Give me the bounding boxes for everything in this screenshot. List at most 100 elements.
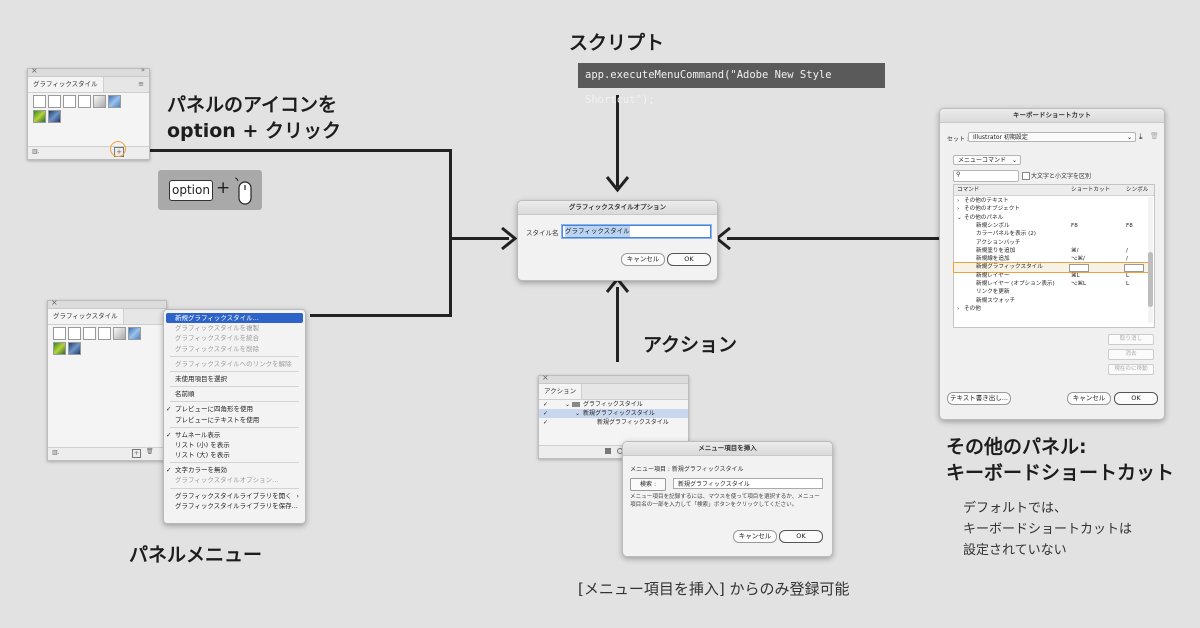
symbol-edit-field[interactable] xyxy=(1124,264,1144,273)
chevron-right-icon[interactable]: › xyxy=(957,206,960,213)
table-row[interactable]: ›その他 xyxy=(954,305,1148,313)
menu-item-duplicate[interactable]: グラフィックスタイルを複製 xyxy=(164,323,305,333)
panel-menu-icon[interactable]: ≡ xyxy=(138,80,144,88)
category-select[interactable]: メニューコマンド ⌄ xyxy=(953,155,1021,165)
export-text-button[interactable]: テキスト書き出し... xyxy=(947,392,1011,405)
library-icon[interactable]: ▥. xyxy=(52,449,60,456)
action-row-selected[interactable]: ✓ ⌄ 新規グラフィックスタイル xyxy=(539,409,688,418)
search-input[interactable]: ⚲ xyxy=(953,170,1019,182)
menu-item-small-list[interactable]: リスト (小) を表示 xyxy=(164,440,305,450)
row-shortcut[interactable]: ⌘L xyxy=(1071,272,1080,279)
scrollbar-thumb[interactable] xyxy=(1148,252,1153,307)
table-row[interactable]: ⌄その他のパネル xyxy=(954,214,1148,222)
swatch-navy-pattern[interactable] xyxy=(68,342,81,355)
clear-button[interactable]: 消去 xyxy=(1108,349,1154,360)
trash-icon[interactable]: 🗑 xyxy=(146,448,154,455)
close-icon[interactable]: × xyxy=(31,66,38,75)
swatch-blue-pattern[interactable] xyxy=(108,95,121,108)
row-symbol[interactable]: / xyxy=(1126,256,1128,263)
cancel-button[interactable]: キャンセル xyxy=(733,530,777,543)
menu-item-save-library[interactable]: グラフィックスタイルライブラリを保存... xyxy=(164,501,305,511)
table-row[interactable]: 新規線を追加⌥⌘// xyxy=(954,255,1148,263)
swatch-gray-gradient[interactable] xyxy=(113,327,126,340)
chevron-down-icon[interactable]: ⌄ xyxy=(957,214,962,221)
row-symbol[interactable]: F8 xyxy=(1126,222,1133,229)
menu-item-sort-by-name[interactable]: 名前順 xyxy=(164,389,305,399)
disclosure-icon[interactable]: ⌄ xyxy=(565,401,571,408)
tab-graphic-styles[interactable]: グラフィックスタイル xyxy=(48,309,124,324)
table-row[interactable]: リンクを更新 xyxy=(954,288,1148,296)
swatch-plain[interactable] xyxy=(83,327,96,340)
table-row[interactable]: 新規グラフィックスタイル xyxy=(953,262,1149,273)
delete-set-icon[interactable]: 🗑 xyxy=(1150,132,1159,140)
swatch-default[interactable] xyxy=(33,95,46,108)
swatch-shadow[interactable] xyxy=(68,327,81,340)
search-input[interactable]: 新規グラフィックスタイル xyxy=(673,478,823,489)
row-symbol[interactable]: / xyxy=(1126,247,1128,254)
table-row[interactable]: ›その他のオブジェクト xyxy=(954,205,1148,213)
row-shortcut[interactable]: ⌥⌘/ xyxy=(1071,256,1085,263)
menu-item-preview-text[interactable]: プレビューにテキストを使用 xyxy=(164,415,305,425)
library-icon[interactable]: ▥. xyxy=(32,148,40,155)
chevron-right-icon[interactable]: › xyxy=(957,198,960,204)
row-shortcut[interactable]: ⌥⌘L xyxy=(1071,281,1087,287)
swatch-gray-gradient[interactable] xyxy=(93,95,106,108)
swatch-green-pattern[interactable] xyxy=(53,342,66,355)
close-icon[interactable]: × xyxy=(51,298,58,307)
search-button[interactable]: 検索 : xyxy=(630,478,666,491)
shortcut-edit-field[interactable] xyxy=(1069,264,1089,273)
ok-button[interactable]: OK xyxy=(1114,392,1158,405)
swatch-green-pattern[interactable] xyxy=(33,110,46,123)
cancel-button[interactable]: キャンセル xyxy=(621,253,665,266)
table-row[interactable]: 新規塗りを追加⌘// xyxy=(954,247,1148,255)
table-row[interactable]: ›その他のテキスト xyxy=(954,197,1148,205)
ok-button[interactable]: OK xyxy=(779,530,823,543)
menu-item-merge[interactable]: グラフィックスタイルを統合 xyxy=(164,333,305,343)
scrollbar[interactable] xyxy=(1148,197,1153,323)
swatch-offset[interactable] xyxy=(98,327,111,340)
undo-button[interactable]: 取り消し xyxy=(1108,334,1154,345)
menu-item-override-color[interactable]: ✓文字カラーを無効 xyxy=(164,465,305,475)
swatch-shadow[interactable] xyxy=(48,95,61,108)
stop-icon[interactable] xyxy=(605,448,611,454)
swatch-navy-pattern[interactable] xyxy=(48,110,61,123)
swatch-offset[interactable] xyxy=(78,95,91,108)
menu-item-new-style[interactable]: 新規グラフィックスタイル... xyxy=(166,313,303,324)
close-icon[interactable]: × xyxy=(542,373,549,382)
checkmark-icon[interactable]: ✓ xyxy=(543,410,549,417)
case-checkbox[interactable] xyxy=(1022,172,1030,180)
row-shortcut[interactable]: ⌘/ xyxy=(1071,247,1079,254)
set-select[interactable]: Illustrator 初期設定 ⌄ xyxy=(968,132,1136,142)
table-row[interactable]: 新規スウォッチ xyxy=(954,297,1148,305)
ok-button[interactable]: OK xyxy=(667,253,711,266)
menu-item-style-options[interactable]: グラフィックスタイルオプション... xyxy=(164,475,305,485)
table-row[interactable]: アクションバッチ xyxy=(954,239,1148,247)
menu-item-thumbnail[interactable]: ✓サムネール表示 xyxy=(164,430,305,440)
swatch-plain[interactable] xyxy=(63,95,76,108)
style-name-input[interactable]: グラフィックスタイル xyxy=(562,225,711,238)
action-set-row[interactable]: ✓ ⌄ グラフィックスタイル xyxy=(539,400,688,409)
row-shortcut[interactable]: F8 xyxy=(1071,222,1078,229)
menu-item-preview-square[interactable]: ✓プレビューに四角形を使用 xyxy=(164,404,305,414)
swatch-blue-pattern[interactable] xyxy=(128,327,141,340)
tab-actions[interactable]: アクション xyxy=(539,384,583,399)
save-set-icon[interactable]: ⤓ xyxy=(1139,132,1143,141)
checkmark-icon[interactable]: ✓ xyxy=(543,419,549,426)
row-symbol[interactable]: L xyxy=(1126,272,1130,279)
collapse-icon[interactable]: » xyxy=(140,66,145,74)
menu-item-large-list[interactable]: リスト (大) を表示 xyxy=(164,450,305,460)
action-step-row[interactable]: ✓ 新規グラフィックスタイル xyxy=(539,418,688,427)
go-to-conflict-button[interactable]: 現在のに移動 xyxy=(1108,364,1154,375)
menu-item-break-link[interactable]: グラフィックスタイルへのリンクを解除 xyxy=(164,359,305,369)
menu-item-select-unused[interactable]: 未使用項目を選択 xyxy=(164,374,305,384)
disclosure-icon[interactable]: ⌄ xyxy=(575,410,581,417)
chevron-right-icon[interactable]: › xyxy=(957,305,960,312)
row-symbol[interactable]: L xyxy=(1126,281,1130,287)
cancel-button[interactable]: キャンセル xyxy=(1067,392,1111,405)
menu-item-open-library[interactable]: グラフィックスタイルライブラリを開く› xyxy=(164,491,305,501)
tab-graphic-styles[interactable]: グラフィックスタイル xyxy=(28,77,104,92)
menu-item-delete[interactable]: グラフィックスタイルを削除 xyxy=(164,344,305,354)
